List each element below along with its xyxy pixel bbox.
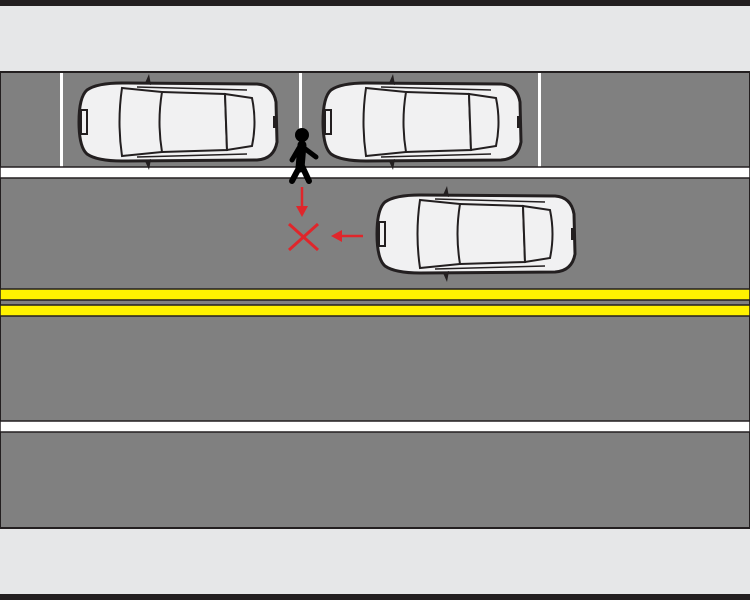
pedestrian-direction-arrow-icon [296, 187, 308, 217]
parked-car [321, 72, 523, 172]
parking-lane-line [0, 166, 750, 179]
x-mark-icon [287, 222, 320, 252]
parking-stall-line [60, 73, 63, 167]
moving-car [375, 184, 577, 284]
car-direction-arrow-icon [331, 230, 363, 242]
parking-stall-line [299, 73, 302, 167]
parking-stall-line [538, 73, 541, 167]
lane-line [0, 420, 750, 433]
top-border [0, 0, 750, 6]
center-line-yellow [0, 304, 750, 317]
parked-car [77, 72, 279, 172]
pedestrian-icon [289, 128, 319, 184]
center-line-yellow [0, 288, 750, 301]
bottom-border [0, 594, 750, 600]
